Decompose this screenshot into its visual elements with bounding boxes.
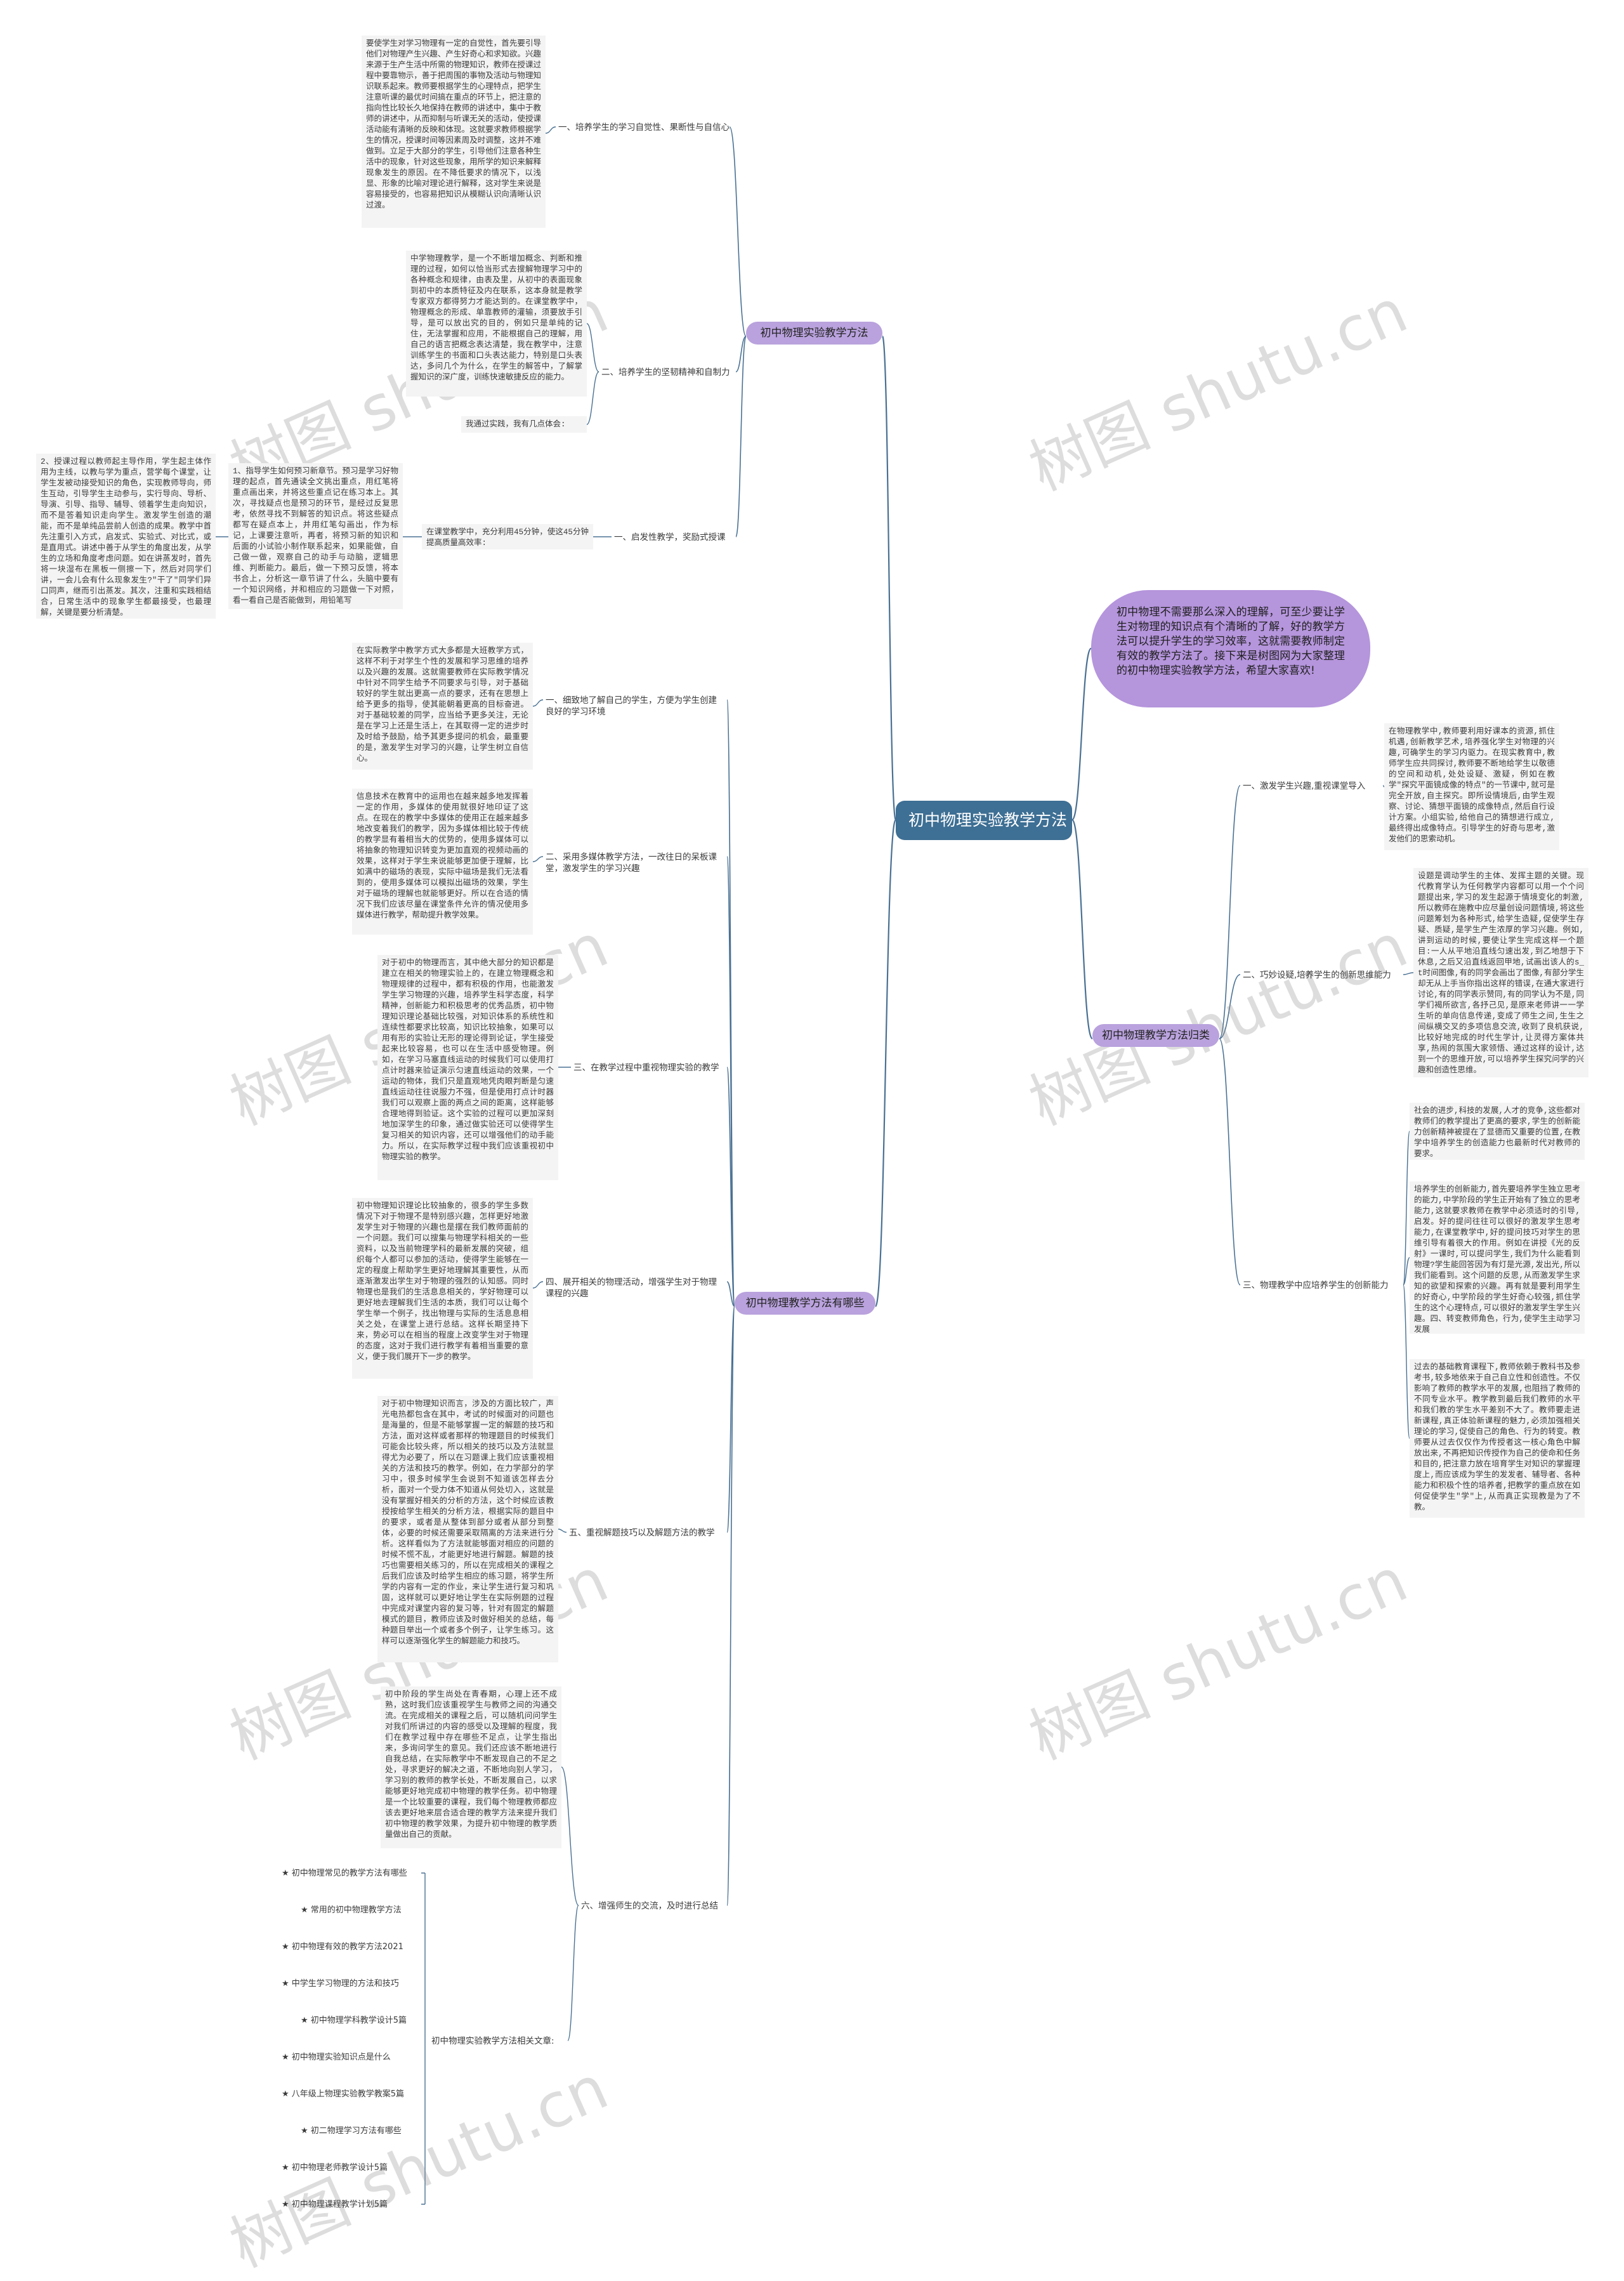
related-article-link[interactable]: ★ 初中物理学科教学设计5篇: [301, 2016, 407, 2025]
label-communication[interactable]: 六、增强师生的交流，及时进行总结: [581, 1901, 718, 1911]
connector-line: [532, 1281, 544, 1289]
text-lesson-process: 2、授课过程以教师起主导作用，学生起主体作用为主线，以教与学为重点，营学每个课堂…: [36, 454, 216, 619]
root-topic[interactable]: 初中物理实验教学方法: [896, 801, 1072, 840]
text-45-minutes: 在课堂教学中，充分利用45分钟，使这45分钟提高质量高效率:: [422, 524, 593, 549]
text-experience-note: 我通过实践，我有几点体会:: [461, 416, 587, 433]
label-problem-solving[interactable]: 五、重视解题技巧以及解题方法的教学: [569, 1528, 715, 1538]
label-know-students[interactable]: 一、细致地了解自己的学生，方便为学生创建良好的学习环境: [546, 695, 717, 717]
text-multimedia: 信息技术在教育中的运用也在越来越多地发挥着一定的作用，多媒体的使用就很好地印证了…: [352, 789, 533, 935]
connector-line: [586, 371, 599, 425]
connector-line: [726, 1281, 735, 1307]
branch-method-categories[interactable]: 初中物理教学方法归类: [1092, 1024, 1219, 1047]
related-article-link[interactable]: ★ 中学生学习物理的方法和技巧: [282, 1979, 399, 1988]
label-interest[interactable]: 一、激发学生兴趣,重视课堂导入: [1243, 781, 1366, 791]
text-problem-solving: 对于初中物理知识而言，涉及的方面比较广，声光电热都包含在其中，考试的时候面对的问…: [377, 1396, 558, 1662]
text-know-students: 在实际教学中教学方式大多都是大班教学方式，这样不利于对学生个性的发展和学习思维的…: [352, 643, 533, 770]
related-article-link[interactable]: ★ 初中物理课程教学计划5篇: [282, 2200, 388, 2209]
text-experiments: 对于初中的物理而言，其中绝大部分的知识都是建立在相关的物理实验上的，在建立物理概…: [377, 955, 558, 1180]
branch-experiment-methods[interactable]: 初中物理实验教学方法: [746, 322, 882, 345]
intro-bubble[interactable]: 初中物理不需要那么深入的理解，可至少要让学生对物理的知识点有个清晰的了解，好的教…: [1091, 590, 1370, 707]
text-interest: 在物理教学中,教师要利用好课本的资源,抓住机遇,创新教学艺术,培养强化学生对物理…: [1384, 723, 1559, 850]
connector-line: [735, 336, 747, 537]
connector-line: [567, 1905, 579, 2041]
connector-line: [729, 126, 747, 337]
text-perseverance: 中学物理教学，是一个不断增加概念、判断和推理的过程，如何以恰当形式去搜解物理学习…: [406, 251, 587, 397]
connector-line: [1403, 1257, 1410, 1285]
label-innovation[interactable]: 三、物理教学中应培养学生的创新能力: [1243, 1280, 1389, 1291]
related-article-link[interactable]: ★ 初中物理实验知识点是什么: [282, 2053, 391, 2062]
label-questioning[interactable]: 二、巧妙设疑,培养学生的创新思维能力: [1243, 970, 1391, 980]
connector-line: [1403, 972, 1414, 975]
text-activities: 初中物理知识理论比较抽象的，很多的学生多数情况下对于物理不是特别感兴趣，怎样更好…: [352, 1198, 533, 1379]
text-self-discipline: 要使学生对学习物理有一定的自觉性，首先要引导他们对物理产生兴趣、产生好奇心和求知…: [362, 36, 546, 228]
related-article-link[interactable]: ★ 常用的初中物理教学方法: [301, 1905, 402, 1915]
connector-line: [1219, 974, 1241, 1039]
connector-line: [726, 1306, 735, 1906]
connector-line: [1219, 785, 1241, 1039]
connector-line: [726, 1067, 735, 1307]
related-article-link[interactable]: ★ 初中物理有效的教学方法2021: [282, 1942, 403, 1952]
text-independent-thinking: 培养学生的创新能力,首先要培养学生独立思考的能力,中学阶段的学生正开始有了独立的…: [1410, 1181, 1585, 1334]
text-communication: 初中阶段的学生尚处在青春期，心理上还不成熟，这时我们应该重视学生与教师之间的沟通…: [381, 1686, 561, 1848]
connector-line: [558, 1528, 567, 1533]
label-heuristic-teaching[interactable]: 一、启发性教学，奖励式授课: [614, 532, 726, 542]
connector-line: [1071, 818, 1094, 1040]
connector-line: [735, 336, 747, 372]
connector-line: [726, 1306, 735, 1533]
text-preview-guidance: 1、指导学生如何预习新章节。预习是学习好物理的起点，首先通读全文挑出重点，用红笔…: [228, 463, 403, 609]
connector-line: [1071, 647, 1092, 821]
connector-line: [532, 699, 544, 707]
related-article-link[interactable]: ★ 初中物理老师教学设计5篇: [282, 2163, 388, 2173]
connector-line: [881, 335, 897, 821]
text-questioning: 设题是调动学生的主体、发挥主题的关键。现代教育学认为任何教学内容都可以用一个个问…: [1413, 868, 1588, 1077]
text-social-progress: 社会的进步,科技的发展,人才的竞争,这些都对教师们的教学提出了更高的要求,学生的…: [1410, 1103, 1585, 1160]
label-multimedia[interactable]: 二、采用多媒体教学方法，一改往日的呆板课堂，激发学生的学习兴趣: [546, 852, 717, 874]
connector-line: [586, 323, 599, 372]
branch-teaching-methods[interactable]: 初中物理教学方法有哪些: [735, 1292, 875, 1315]
connector-line: [532, 856, 544, 862]
text-role-change: 过去的基础教育课程下,教师依赖于教科书及参考书,较多地依来于自己自立性和创造性。…: [1410, 1359, 1585, 1518]
connector-line: [1403, 1131, 1410, 1285]
label-experiments[interactable]: 三、在教学过程中重视物理实验的教学: [573, 1063, 719, 1073]
label-self-consciousness[interactable]: 一、培养学生的学习自觉性、果断性与自信心: [558, 122, 730, 133]
label-related-articles: 初中物理实验教学方法相关文章:: [431, 2036, 554, 2046]
connector-line: [1382, 785, 1385, 787]
connector-line: [421, 1872, 425, 2205]
related-article-link[interactable]: ★ 八年级上物理实验教学教案5篇: [282, 2089, 405, 2099]
connector-line: [1219, 1038, 1241, 1285]
connector-line: [874, 818, 897, 1308]
connector-line: [561, 1766, 579, 1906]
label-activities[interactable]: 四、展开相关的物理活动，增强学生对于物理课程的兴趣: [546, 1277, 717, 1299]
related-article-link[interactable]: ★ 初中物理常见的教学方法有哪些: [282, 1869, 407, 1878]
connector-line: [545, 126, 556, 134]
label-perseverance[interactable]: 二、培养学生的坚韧精神和自制力: [601, 367, 730, 378]
connector-line: [1403, 1284, 1410, 1439]
related-article-link[interactable]: ★ 初二物理学习方法有哪些: [301, 2126, 402, 2136]
